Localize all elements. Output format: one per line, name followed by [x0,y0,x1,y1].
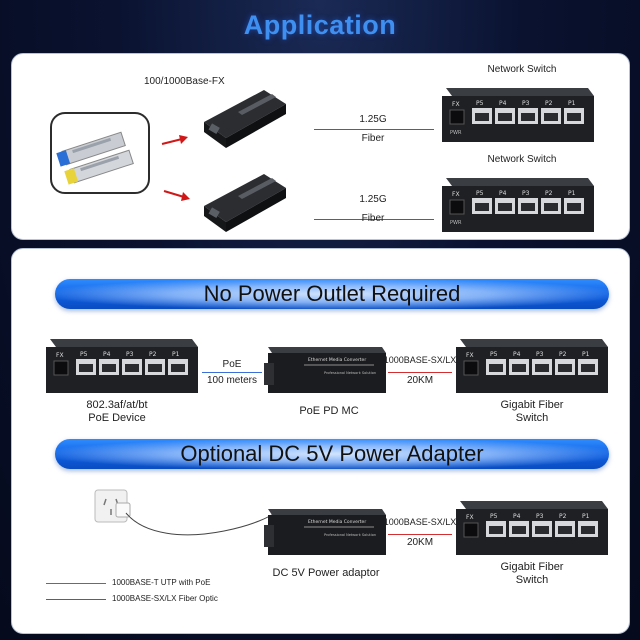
port-label: PWR [450,220,462,226]
poe-device-label: PoE Device [88,412,146,424]
legend-utp-swatch [46,583,106,584]
port-label: P4 [499,190,507,197]
fiber-type-label: 1000BASE-SX/LX [383,517,457,527]
fiber-link-line [314,219,434,220]
network-switch-device: FX P5 P4 P3 P2 P1 PWR [438,170,598,236]
gigabit-fiber-switch-device: FX P5 P4 P3 P2 P1 [452,493,612,559]
port-label: P5 [476,100,484,107]
port-label: P1 [568,100,576,107]
port-label: PWR [450,130,462,136]
port-label: P4 [513,513,521,520]
switch-label: Switch [515,574,549,586]
utp-poe-link-line [202,372,262,373]
legend-fiber-swatch [46,599,106,600]
poe-distance-label: 100 meters [206,375,258,386]
dc-media-converter: Ethernet Media Converter Professional Ne… [264,503,388,561]
application-panel: 100/1000Base-FX 1.25G Fiber 1.25G Fiber [11,53,630,240]
port-label: P2 [559,351,567,358]
power-cable [124,505,284,545]
port-label: P2 [545,190,553,197]
port-label: P2 [559,513,567,520]
scenario-panel: No Power Outlet Required FX P5 P4 P3 P2 … [11,248,630,634]
port-label: P1 [172,351,180,358]
port-label: P3 [522,190,530,197]
port-label: P3 [126,351,134,358]
poe-link-label: PoE [222,359,242,370]
banner-no-power-outlet: No Power Outlet Required [55,279,609,309]
port-label: FX [56,352,64,359]
fiber-distance-label: 20KM [406,537,434,548]
fiber-link-line [388,534,452,535]
fiber-distance-label: 20KM [406,375,434,386]
fiber-link-line [314,129,434,130]
link-medium: Fiber [361,213,385,224]
port-label: P1 [568,190,576,197]
link-speed: 1.25G [359,194,387,205]
arrow-right-icon [160,134,190,148]
port-label: P1 [582,513,590,520]
legend-fiber-label: 1000BASE-SX/LX Fiber Optic [112,594,218,603]
poe-device-label: 802.3af/at/bt [86,399,148,411]
link-speed: 1.25G [359,114,387,125]
port-label: P3 [536,513,544,520]
port-label: P1 [582,351,590,358]
converter-type-label: 100/1000Base-FX [144,76,225,87]
media-converter-device [194,82,294,152]
banner-text: No Power Outlet Required [203,281,461,306]
port-label: P4 [103,351,111,358]
poe-device: FX P5 P4 P3 P2 P1 [42,331,202,397]
poe-pd-media-converter: Ethernet Media Converter Professional Ne… [264,341,388,399]
switch-label: Network Switch [487,64,557,75]
port-label: P3 [536,351,544,358]
banner-dc-power-adapter: Optional DC 5V Power Adapter [55,439,609,469]
port-label: P4 [513,351,521,358]
port-label: P3 [522,100,530,107]
port-label: P5 [490,513,498,520]
converter-brand: Ethernet Media Converter [308,519,366,525]
legend-utp-label: 1000BASE-T UTP with PoE [112,578,211,587]
media-converter-device [194,166,294,236]
network-switch-device: FX P5 P4 P3 P2 P1 PWR [438,80,598,146]
port-label: FX [466,352,474,359]
wall-socket-icon [94,489,136,529]
port-label: P5 [476,190,484,197]
port-label: P4 [499,100,507,107]
switch-label: Switch [515,412,549,424]
arrow-right-icon [162,188,192,202]
banner-text: Optional DC 5V Power Adapter [180,441,484,466]
poe-converter-label: PoE PD MC [299,405,359,417]
port-label: P5 [80,351,88,358]
port-label: P2 [545,100,553,107]
switch-label: Gigabit Fiber [500,399,564,411]
sfp-modules-image [50,112,150,194]
port-label: P5 [490,351,498,358]
port-label: FX [452,101,460,108]
converter-sub: Professional Network Solution [324,533,376,537]
switch-label: Gigabit Fiber [500,561,564,573]
port-label: P2 [149,351,157,358]
port-label: FX [466,514,474,521]
fiber-link-line [388,372,452,373]
fiber-type-label: 1000BASE-SX/LX [383,355,457,365]
link-medium: Fiber [361,133,385,144]
gigabit-fiber-switch-device: FX P5 P4 P3 P2 P1 [452,331,612,397]
page-title: Application [243,10,397,40]
dc-adapter-label: DC 5V Power adaptor [272,567,380,579]
port-label: FX [452,191,460,198]
converter-sub: Professional Network Solution [324,371,376,375]
converter-brand: Ethernet Media Converter [308,357,366,363]
switch-label: Network Switch [487,154,557,165]
